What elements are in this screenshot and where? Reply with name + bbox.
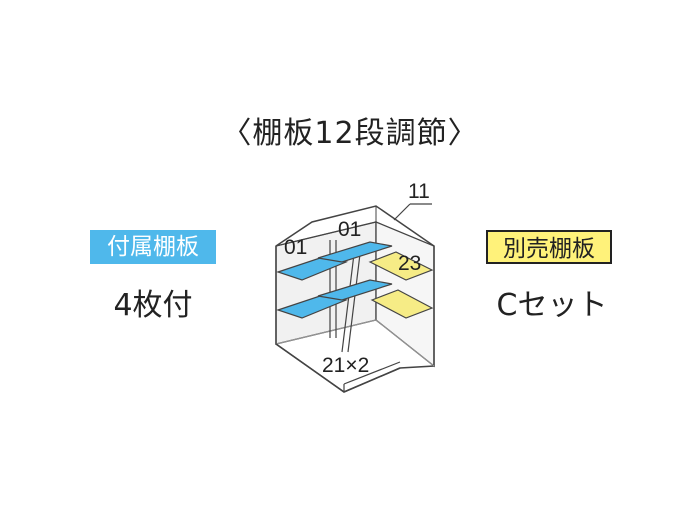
optional-shelves-badge: 別売棚板 (486, 230, 612, 264)
frame-edge (275, 221, 377, 247)
support-rod (347, 253, 361, 353)
included-shelf (317, 279, 393, 301)
shelf-code-01-left: 01 (284, 236, 307, 259)
included-shelf (276, 257, 349, 281)
included-shelves-badge: 付属棚板 (90, 230, 216, 264)
shelf-code-01-right: 01 (338, 218, 361, 241)
shelf-code-23: 23 (398, 252, 421, 275)
frame-edge (375, 319, 435, 367)
part-code-21x2: 21×2 (322, 354, 369, 377)
optional-shelf (370, 289, 434, 319)
optional-shelf (368, 251, 434, 281)
included-shelf (317, 241, 393, 263)
frame-edge (275, 319, 377, 345)
floor-door-gap (343, 361, 401, 385)
part-code-11: 11 (408, 180, 430, 203)
support-rod (341, 253, 355, 353)
included-shelves-count: 4枚付 (113, 288, 193, 323)
leader-line-11 (393, 203, 411, 221)
page-title: 〈棚板12段調節〉 (221, 116, 479, 151)
optional-shelves-set: Cセット (496, 288, 608, 323)
included-shelf (276, 295, 349, 319)
